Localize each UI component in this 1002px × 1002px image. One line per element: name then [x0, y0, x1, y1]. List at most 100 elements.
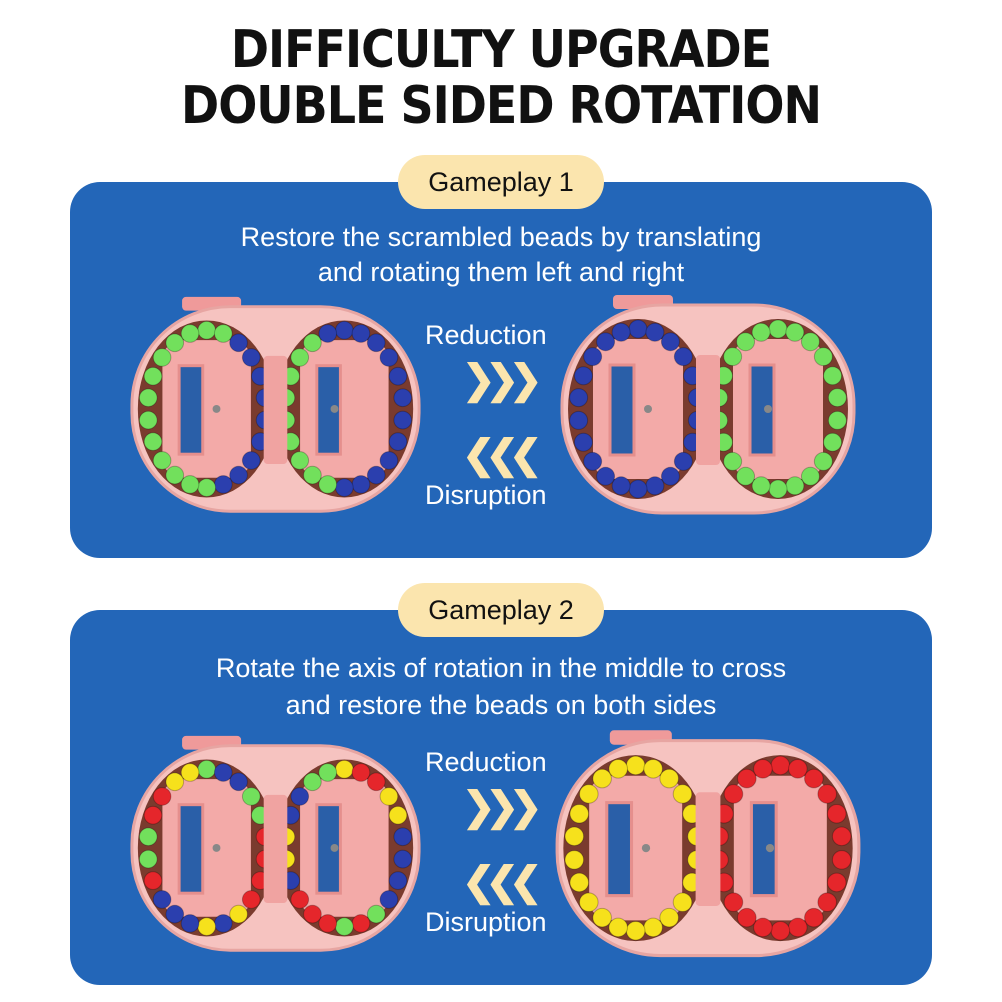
bead	[290, 890, 310, 909]
bead	[826, 872, 847, 893]
bead	[379, 890, 399, 909]
bead	[366, 904, 386, 924]
bead	[143, 871, 163, 890]
bead	[787, 917, 808, 938]
screw-icon	[765, 843, 775, 853]
bead	[388, 805, 408, 825]
bead	[826, 803, 847, 824]
bead	[564, 850, 585, 870]
bead	[643, 917, 663, 938]
bead	[241, 890, 261, 909]
bead	[351, 475, 371, 494]
bead	[165, 465, 185, 485]
window	[608, 363, 636, 457]
bead	[290, 787, 310, 806]
center-axis	[695, 792, 721, 906]
bead	[596, 332, 616, 352]
bead	[366, 465, 386, 485]
bead	[573, 432, 593, 452]
bead	[229, 333, 248, 353]
bead	[213, 324, 233, 343]
bead	[751, 476, 771, 496]
center-axis	[263, 794, 288, 904]
bead	[152, 451, 172, 470]
bead	[165, 772, 185, 792]
bead	[578, 784, 599, 804]
window	[177, 364, 205, 456]
inner-frame	[593, 339, 683, 479]
toy-scrambled-1	[130, 296, 421, 513]
bead	[366, 772, 386, 792]
center-axis	[263, 355, 288, 465]
bead	[334, 917, 354, 936]
bead	[351, 324, 371, 343]
window	[177, 803, 205, 895]
bead	[379, 451, 399, 470]
bead	[143, 805, 163, 825]
screw-icon	[212, 844, 221, 852]
bead	[393, 410, 413, 430]
bead	[659, 907, 680, 928]
bead	[569, 803, 590, 824]
gameplay-1-desc-1: Restore the scrambled beads by translati…	[240, 222, 762, 252]
window	[315, 364, 342, 456]
bead	[143, 432, 163, 451]
gameplay-2-desc-1: Rotate the axis of rotation in the middl…	[215, 653, 787, 683]
bead	[138, 388, 158, 408]
bead	[723, 347, 743, 367]
bead	[592, 768, 612, 789]
bead	[143, 366, 163, 386]
inner-frame	[733, 339, 823, 479]
left-arrows-icon: ❮❮❮	[462, 433, 543, 477]
gameplay-2-disruption-label: Disruption	[425, 907, 547, 937]
bead	[751, 322, 771, 342]
bead	[197, 759, 217, 779]
bead	[334, 320, 354, 340]
bead	[578, 892, 599, 913]
bead	[736, 466, 756, 486]
screw-icon	[641, 843, 651, 853]
bead	[152, 890, 172, 909]
bead	[813, 347, 833, 367]
bead	[596, 466, 616, 486]
bead	[569, 388, 589, 408]
bead	[831, 826, 852, 847]
inner-frame	[162, 340, 251, 478]
left-arrows-icon: ❮❮❮	[462, 860, 543, 904]
bead	[165, 904, 185, 924]
bead	[787, 758, 808, 779]
bead	[180, 324, 200, 343]
bead	[800, 466, 820, 486]
bead	[303, 772, 322, 792]
bead	[229, 465, 248, 485]
window	[315, 803, 342, 895]
bead	[318, 324, 338, 343]
bead	[393, 849, 413, 869]
bead	[334, 478, 354, 497]
bead	[165, 333, 185, 353]
gameplay-1-disruption-label: Disruption	[425, 480, 547, 510]
bead	[241, 348, 261, 367]
bead	[628, 319, 648, 339]
gameplay-1-badge: Gameplay 1	[398, 155, 604, 209]
bead	[625, 920, 646, 941]
bead	[138, 849, 158, 869]
bead	[152, 348, 172, 367]
screw-icon	[212, 405, 221, 413]
bead	[318, 475, 338, 494]
bead	[785, 322, 805, 342]
bead	[804, 768, 824, 789]
bead	[672, 892, 693, 913]
gameplay-1-reduction-label: Reduction	[425, 320, 547, 350]
bead	[138, 410, 158, 430]
inner-frame	[733, 775, 827, 921]
inner-frame	[589, 775, 683, 921]
bead	[197, 478, 217, 497]
bead	[583, 451, 603, 471]
screw-icon	[764, 405, 772, 413]
bead	[303, 333, 322, 353]
bead	[393, 388, 413, 408]
right-arrows-icon: ❯❯❯	[462, 358, 543, 402]
toy-solved-1	[560, 295, 856, 515]
bead	[827, 410, 847, 430]
